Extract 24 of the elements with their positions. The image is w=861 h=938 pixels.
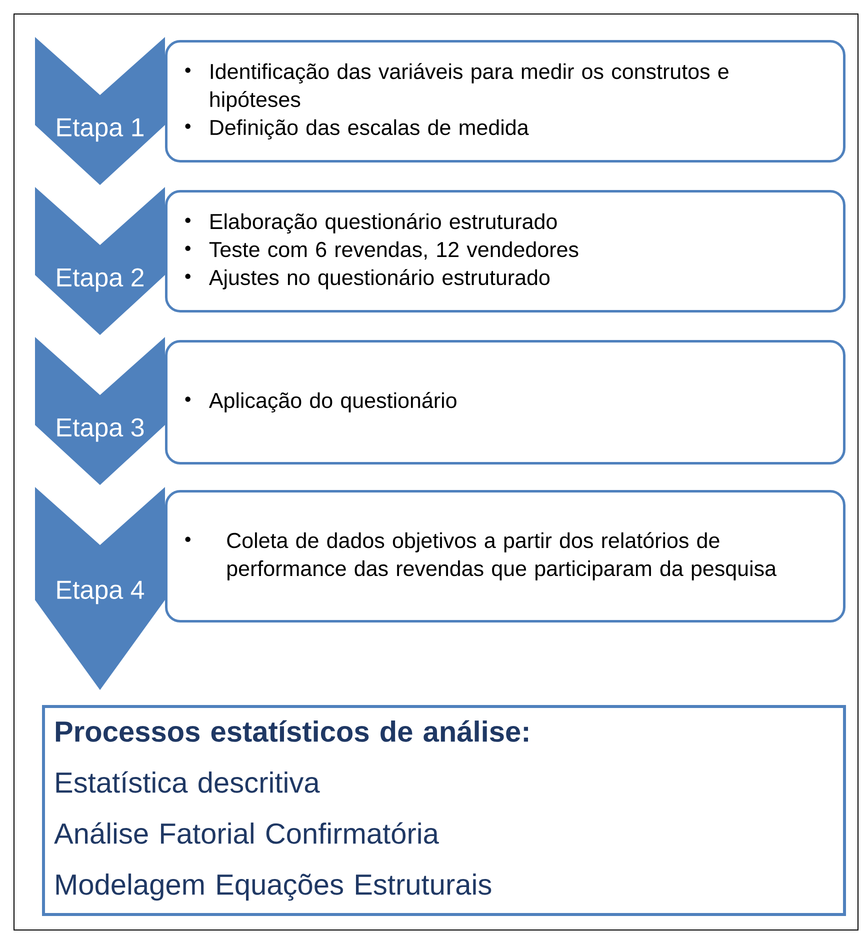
bullet-item: Ajustes no questionário estruturado — [208, 269, 550, 290]
step-label: Etapa 3 — [57, 418, 144, 442]
list-line: Estatística descritiva — [56, 771, 320, 793]
step-band — [35, 37, 165, 185]
bullet-item: Definição das escalas de medida — [210, 119, 529, 140]
summary-box — [42, 705, 846, 916]
bullet-item: Identificação das variáveis para medir os construtos e hipóteses — [210, 63, 728, 112]
step-label: Etapa 1 — [57, 118, 144, 142]
step-band — [35, 187, 165, 335]
step-box — [165, 190, 846, 312]
list-line: Modelagem Equações Estruturais — [56, 874, 492, 901]
step-box — [165, 490, 846, 622]
step-box — [165, 340, 846, 464]
heading: Processos estatísticos de análise: — [56, 720, 528, 742]
bullet-item: Elaboração questionário estruturado — [210, 213, 557, 234]
step-band — [35, 337, 165, 485]
bullet-item: Teste com 6 revendas, 12 vendedores — [209, 241, 578, 260]
step-box — [165, 40, 846, 162]
bullet-item: Aplicação do questionário — [208, 392, 456, 412]
step-band — [35, 487, 165, 690]
step-label: Etapa 2 — [57, 268, 144, 292]
step-label: Etapa 4 — [57, 580, 144, 604]
list-line: Análise Fatorial Confirmatória — [54, 822, 439, 844]
bullet-item: Coleta de dados objetivos a partir dos relatórios de performance das revendas que participaram da pesquisa — [227, 532, 776, 580]
